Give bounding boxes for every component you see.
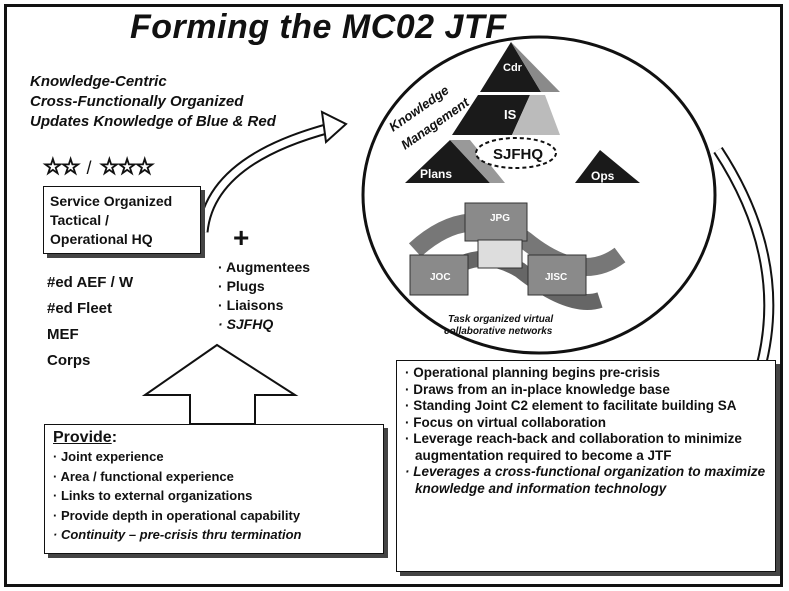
network-node-jpg-label: JPG — [490, 213, 510, 224]
network-center — [477, 239, 523, 269]
augment-item: Augmentees — [218, 258, 310, 277]
operations-item: Standing Joint C2 element to facilitate … — [405, 398, 767, 415]
rank-stars: ☆☆/ ☆☆☆ — [42, 153, 155, 180]
provide-item: Continuity – pre-crisis thru termination — [53, 525, 375, 545]
provide-heading: Provide — [53, 429, 112, 446]
pyramid-left-label: Plans — [420, 167, 452, 181]
slide-title: Forming the MC02 JTF — [130, 8, 507, 46]
network-node-jisc — [527, 254, 587, 296]
operations-item: Operational planning begins pre-crisis — [405, 365, 767, 382]
unit-item: #ed Fleet — [47, 300, 113, 317]
plus-sign: + — [233, 222, 250, 253]
network-node-jisc-label: JISC — [545, 272, 567, 283]
three-star-icon: ☆☆☆ — [99, 153, 155, 179]
augment-list: Augmentees Plugs Liaisons SJFHQ — [218, 258, 310, 334]
provide-box: Provide: Joint experience Area / functio… — [44, 424, 384, 554]
service-hq-box: Service Organized Tactical / Operational… — [43, 186, 201, 254]
subtitle-line: Cross-Functionally Organized — [30, 93, 244, 110]
operations-item: Leverage reach-back and collaboration to… — [405, 431, 767, 464]
provide-list: Joint experience Area / functional exper… — [53, 447, 375, 545]
augment-item: SJFHQ — [218, 315, 310, 334]
pyramid-middle-label: IS — [504, 107, 517, 122]
pyramid-left — [405, 140, 490, 183]
provide-item: Joint experience — [53, 447, 375, 467]
provide-item: Provide depth in operational capability — [53, 506, 375, 526]
subtitle: Knowledge-Centric Cross-Functionally Org… — [30, 72, 276, 132]
pyramid-right-label: Ops — [591, 169, 615, 183]
provide-heading-colon: : — [111, 429, 118, 446]
hq-line: Service Organized — [50, 193, 173, 209]
subtitle-line: Knowledge-Centric — [30, 73, 167, 90]
hq-line: Operational HQ — [50, 231, 153, 247]
unit-list: #ed AEF / W #ed Fleet MEF Corps — [47, 270, 133, 374]
operations-box: Operational planning begins pre-crisis D… — [396, 360, 776, 572]
network-node-jpg — [464, 202, 528, 242]
subtitle-line: Updates Knowledge of Blue & Red — [30, 113, 276, 130]
network-node-joc-label: JOC — [430, 272, 451, 283]
sjfhq-label: SJFHQ — [493, 146, 543, 163]
hq-to-jtf-arrow — [197, 122, 332, 233]
hq-line: Tactical / — [50, 212, 109, 228]
hq-to-jtf-arrowhead — [320, 110, 348, 145]
unit-item: Corps — [47, 352, 91, 369]
augment-item: Liaisons — [218, 296, 310, 315]
operations-item: Draws from an in-place knowledge base — [405, 382, 767, 399]
stars-separator: / — [86, 158, 92, 178]
operations-item: Leverages a cross-functional organizatio… — [405, 464, 767, 497]
two-star-icon: ☆☆ — [42, 153, 81, 179]
provide-up-arrow — [141, 343, 299, 425]
collaborative-network: JPG JOC JISC Task organized virtual coll… — [408, 202, 626, 337]
pyramid-right — [575, 150, 640, 183]
operations-list: Operational planning begins pre-crisis D… — [405, 365, 767, 497]
provide-item: Links to external organizations — [53, 486, 375, 506]
pyramid-apex — [480, 42, 541, 92]
operations-item: Focus on virtual collaboration — [405, 415, 767, 432]
provide-item: Area / functional experience — [53, 467, 375, 487]
unit-item: MEF — [47, 326, 79, 343]
augment-item: Plugs — [218, 277, 310, 296]
slide-frame — [4, 4, 783, 587]
network-caption-2: collaborative networks — [444, 326, 553, 337]
unit-item: #ed AEF / W — [47, 274, 134, 291]
sjfhq-oval — [475, 137, 557, 169]
pyramid-apex-label: Cdr — [503, 62, 523, 74]
pyramid-middle — [452, 95, 530, 135]
network-node-joc — [409, 254, 469, 296]
network-caption-1: Task organized virtual — [448, 314, 553, 325]
